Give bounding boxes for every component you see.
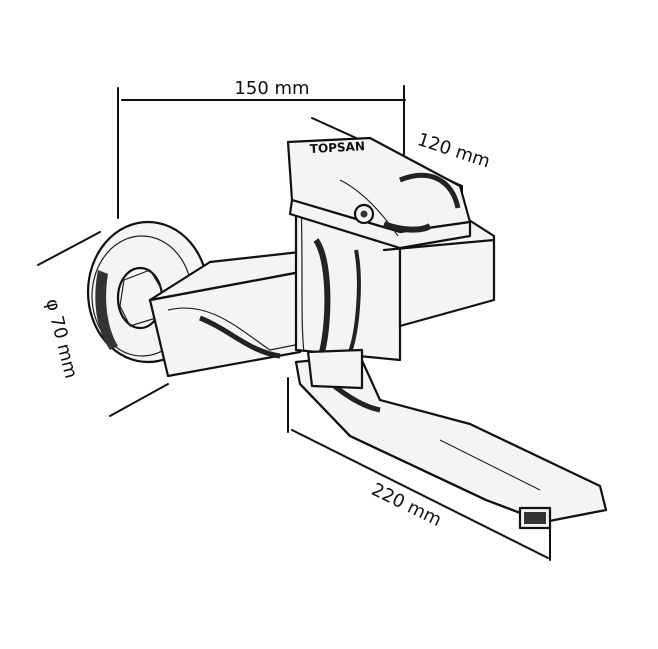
diameter-extension-top [37,231,101,266]
spout-collar [306,348,364,390]
width-label: 150 mm [234,78,309,99]
connecting-arm [148,250,302,378]
flange-shadow [95,270,118,350]
lever-handle: TOPSAN [286,136,472,250]
brand-logo: TOPSAN [309,139,365,156]
swivel-spout [294,348,608,530]
diameter-label: φ 70 mm [41,297,81,381]
depth-label: 120 mm [415,129,493,172]
arm-reflection [167,307,301,351]
dimension-lines [37,85,551,561]
handle-side [288,198,472,250]
spout-dimension-line [291,429,549,559]
diameter-extension-bottom [109,383,169,417]
